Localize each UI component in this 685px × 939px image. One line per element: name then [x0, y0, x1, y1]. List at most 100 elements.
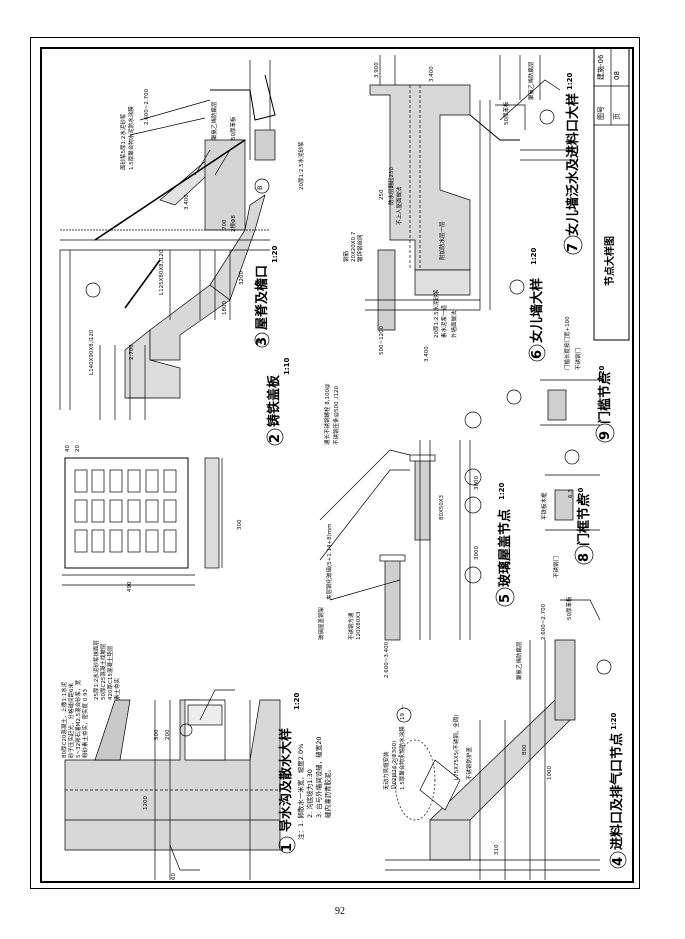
detail-8-number: 8 — [577, 552, 592, 562]
dim-2600b: 2.600~3.400 — [384, 641, 390, 678]
note-3: 3. 台与外墙间设缝，缝宽20 — [315, 736, 323, 818]
glass-a7: 玻璃屋盖钢架 — [319, 606, 325, 640]
detail-1-number: 1 — [280, 842, 295, 852]
dim-40: 40 — [65, 445, 71, 452]
dim-3000-b: 3000 — [474, 476, 480, 490]
roof-layer-2: 1.5厚聚合物水泥防水涂膜 — [129, 106, 135, 170]
detail-7-title: 女儿墙泛水及进料口大样 — [566, 92, 581, 236]
dim-500-1200: 500~1200 — [379, 325, 385, 355]
dim-800: 800 — [522, 744, 528, 756]
dim-3400: 3.400 — [184, 194, 190, 210]
detail-1-title: 导水沟及散水大样 — [279, 727, 294, 832]
parapet7-a6: 聚氨乙烯防腐层 — [529, 61, 535, 100]
detail-5-number: 5 — [498, 593, 513, 603]
threshold-a1: 门槛长度按门宽+100 — [565, 316, 571, 370]
detail-4-title: 进料口及排气口节点 — [610, 732, 625, 850]
dim-2700: 2.700 — [129, 344, 135, 360]
dim-20: 20 — [75, 445, 81, 452]
layer-1-6: 50厚C25混凝土找坡层 — [101, 643, 107, 700]
layer-1-3: 5~32卵石灌M2.5混合砂浆，宽 — [76, 679, 82, 758]
dim-1200: 1200 — [143, 796, 149, 810]
parapet-a2: 素水泥浆一道 — [442, 304, 448, 338]
steel-2: L125X80X8,l120 — [159, 249, 165, 295]
glass-a4: 不锈钢方通 — [349, 612, 355, 640]
dim-1000: 1000 — [547, 766, 553, 780]
vent-a2: 见02J916-2(Φ300) — [392, 740, 398, 790]
parapet7-a1: 20厚1:2.5水泥砂浆 — [299, 141, 305, 190]
note-4: 缝内灌沥青胶泥。 — [324, 766, 332, 818]
dim-1800: 1800 — [222, 301, 228, 315]
threshold-a2: 不锈钢门 — [576, 347, 582, 370]
detail-5-scale: 1:20 — [498, 482, 506, 500]
title-block-drawing-name: 节点大样图 — [605, 236, 616, 286]
parapet-a1: 20厚1:2.5水泥砂浆 — [434, 289, 440, 338]
doorframe-a1: 平铁板木框 — [542, 492, 548, 520]
detail-3-linework — [59, 60, 276, 420]
detail-4-linework — [385, 599, 627, 880]
dim-250: 250 — [379, 189, 385, 201]
page-border — [30, 37, 640, 889]
dim-500: 500 — [154, 729, 160, 741]
doorframe-a2: 不锈钢门 — [554, 555, 560, 578]
dim-200: 200 — [165, 729, 171, 741]
detail-9-number: 9 — [598, 430, 613, 440]
doorframe-a3: 6.3 — [568, 489, 574, 498]
detail-2-title: 铸铁盖板 — [267, 374, 282, 427]
glass-a1: 不锈钢压条@500 ,l120 — [334, 385, 340, 445]
detail-2-scale: 1:10 — [283, 357, 291, 375]
dim-310: 310 — [494, 844, 500, 856]
dim-300: 300 — [237, 519, 243, 531]
parapet7-a5: 50厚苯板 — [504, 101, 510, 126]
detail-4-number: 4 — [611, 856, 626, 866]
axis-a: A — [256, 339, 264, 344]
dim-3200: 3200 — [239, 271, 245, 285]
layer-1-4: 粉砂素土夯实，密实度 0.93 — [83, 689, 89, 758]
detail-6-scale: 1:20 — [530, 247, 538, 265]
layer-1-7: 420厚C15混凝土垫层 — [108, 645, 114, 700]
parapet-a4: 20X20X0.7 — [351, 231, 357, 262]
title-block-frame — [593, 47, 630, 341]
detail-9-scale: 1:20 — [598, 365, 606, 383]
dim-490: 490 — [127, 581, 133, 593]
dim-60: 60 — [171, 873, 177, 880]
dim-3400-b: 3.400 — [424, 346, 430, 362]
dim-2600: 2.600~2.700 — [144, 88, 150, 125]
roof-layer-1: 面砂浆5厚1:2水泥砂浆 — [121, 113, 127, 170]
detail-4-scale: 1:20 — [610, 712, 618, 730]
detail-5-linework — [319, 411, 515, 641]
detail-2-linework — [62, 428, 284, 586]
dim-2600c: 2.600~2.700 — [541, 603, 547, 640]
parapet7-a3: 不上人屋面做法 — [397, 186, 403, 225]
title-block-tuhao-label: 图号 — [597, 106, 605, 120]
title-block-ye-label: 页 — [613, 113, 621, 120]
detail-7-scale: 1:20 — [566, 72, 574, 90]
dim-3400-c: 3.400 — [429, 66, 435, 82]
parapet-a5: 镀锌钢丝网 — [358, 234, 364, 262]
detail-7-number: 7 — [566, 242, 581, 252]
title-block-ye-value: 08 — [613, 71, 621, 80]
vent-a5: 不锈钢防护盖 — [467, 746, 473, 780]
detail-3-title: 屋脊及檐口 — [255, 264, 270, 330]
detail-1-scale: 1:20 — [293, 692, 301, 710]
detail-1-linework — [64, 689, 296, 880]
parapet-a3: 钢筋 — [344, 250, 350, 262]
page-number: 92 — [335, 906, 345, 917]
vent-a1: 无动力风帽安装 — [384, 751, 390, 790]
steel-1: L140X90X8,l120 — [89, 329, 95, 375]
note-2: 2. 沟底坡为1:30 — [306, 769, 314, 818]
roof-layer-4: 聚氨乙烯防腐层 — [212, 101, 218, 140]
axis-b: B — [256, 185, 264, 190]
detail-6-number: 6 — [530, 349, 545, 359]
dim-3000-a: 3000 — [474, 546, 480, 560]
parapet7-a4: 附加防水层一层 — [440, 221, 446, 260]
layer-1-8: 素土夯实 — [115, 677, 121, 700]
drawing-border — [40, 47, 634, 883]
detail-7-linework — [365, 55, 583, 362]
detail-3-scale: 1:20 — [271, 245, 279, 263]
vent-ref-top: — — [400, 704, 406, 711]
glass-a5: 80X50X3 — [439, 494, 445, 520]
dim-3900: 3.900 — [374, 62, 380, 78]
vent-a4: L75X75X5(不锈钢，全周) — [454, 714, 460, 780]
